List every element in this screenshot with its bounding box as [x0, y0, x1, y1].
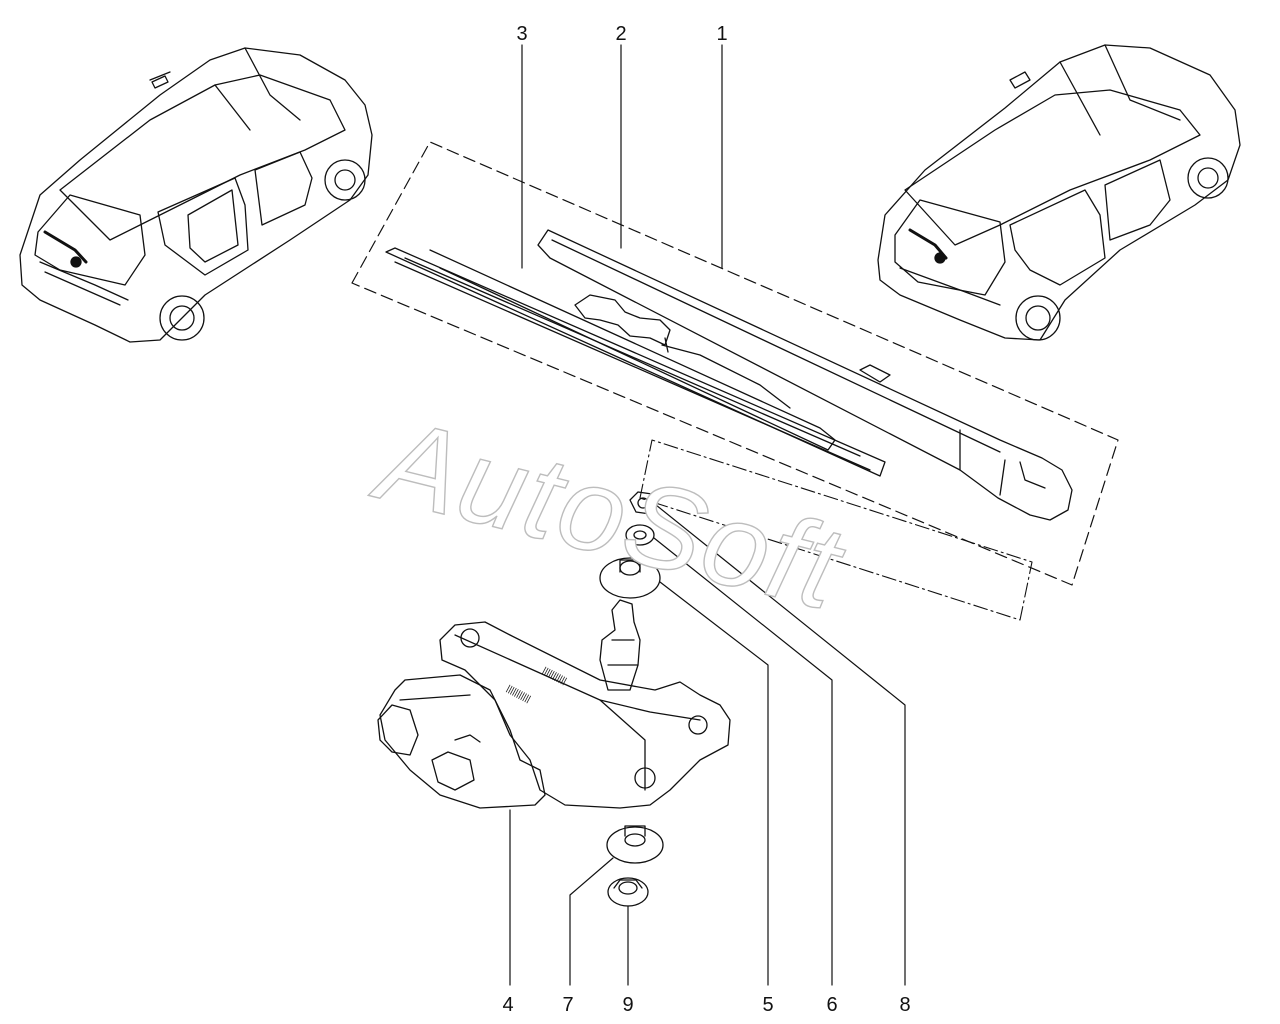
callout-6: 6 — [826, 994, 837, 1016]
nut-bottom — [607, 877, 649, 907]
wiper-blade — [385, 247, 886, 477]
grommet-top — [599, 557, 661, 599]
wiper-arm — [537, 229, 1073, 521]
leader-lines — [509, 44, 906, 986]
callout-1: 1 — [716, 23, 727, 45]
grommet-bottom — [606, 825, 664, 864]
callout-9: 9 — [622, 994, 633, 1016]
assembly-outline-dashed — [351, 141, 1119, 586]
svg-text:|||||||||||: ||||||||||| — [505, 683, 532, 704]
callout-7: 7 — [562, 994, 573, 1016]
callout-8: 8 — [899, 994, 910, 1016]
projection-outline-dashdot — [639, 439, 1033, 621]
callout-5: 5 — [762, 994, 773, 1016]
callout-4: 4 — [502, 994, 513, 1016]
callout-3: 3 — [516, 23, 527, 45]
wiper-motor: ||||||||||| ||||||||||| — [377, 599, 731, 809]
car-illustration-left — [19, 47, 373, 343]
nut-top — [629, 491, 657, 515]
callout-2: 2 — [615, 23, 626, 45]
car-illustration-right — [877, 44, 1241, 341]
washer-top — [625, 524, 655, 546]
svg-text:|||||||||||: ||||||||||| — [541, 665, 568, 686]
